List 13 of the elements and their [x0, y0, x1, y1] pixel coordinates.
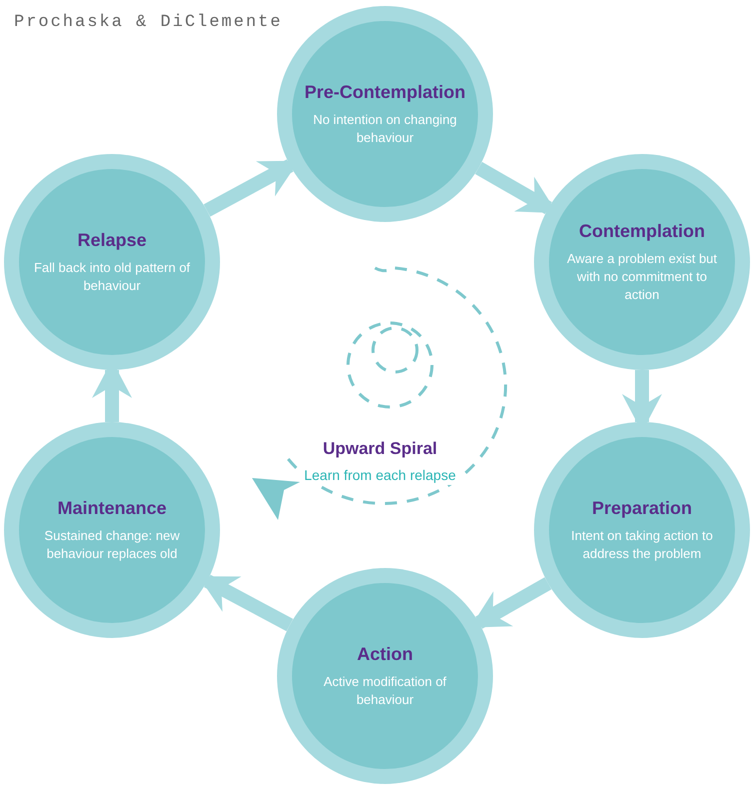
stage-description: Sustained change: new behaviour replaces old	[43, 527, 181, 564]
stage-title: Pre-Contemplation	[304, 80, 466, 104]
stage-description: Fall back into old pattern of behaviour	[32, 259, 192, 296]
stage-title: Maintenance	[57, 496, 167, 520]
stage-description: No intention on changing behaviour	[312, 111, 458, 148]
stage-title: Relapse	[77, 228, 147, 252]
stage-description: Active modification of behaviour	[322, 673, 448, 710]
title: Prochaska & DiClemente	[14, 12, 282, 34]
stage-description: Intent on taking action to address the problem	[570, 527, 714, 564]
stage-title: Preparation	[592, 496, 692, 520]
stage-title: Contemplation	[579, 220, 705, 242]
stage-title: Action	[357, 642, 413, 666]
stage-description: Aware a problem exist but with no commitment to action	[566, 250, 718, 304]
